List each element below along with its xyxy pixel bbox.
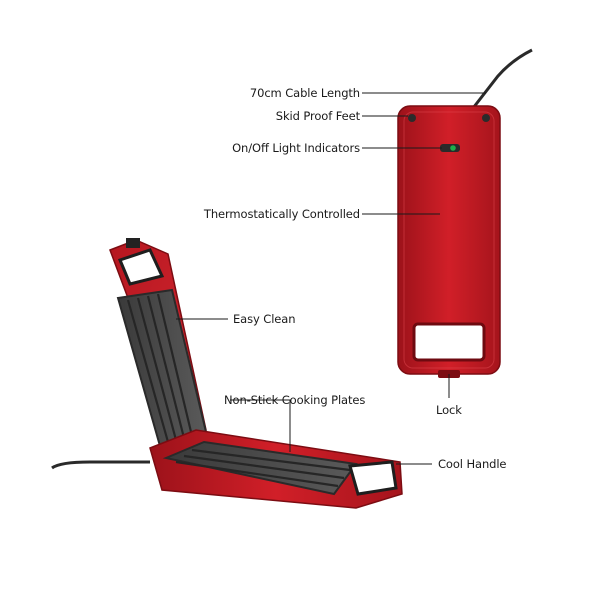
foot-right xyxy=(482,114,490,122)
label-easy-clean: Easy Clean xyxy=(233,312,296,326)
label-lock: Lock xyxy=(436,403,462,417)
label-non-stick-plates: Non-Stick Cooking Plates xyxy=(224,393,366,407)
foot-left xyxy=(408,114,416,122)
open-maker xyxy=(109,238,403,509)
indicator-light xyxy=(450,145,456,151)
label-cool-handle: Cool Handle xyxy=(438,457,507,471)
label-light-indicators: On/Off Light Indicators xyxy=(232,141,360,155)
power-cable xyxy=(468,48,533,113)
label-skid-proof-feet: Skid Proof Feet xyxy=(275,109,360,123)
label-thermostat: Thermostatically Controlled xyxy=(203,207,360,221)
callout-lines xyxy=(176,92,486,465)
closed-maker xyxy=(397,105,501,378)
power-cable-left xyxy=(51,460,150,470)
label-cable-length: 70cm Cable Length xyxy=(249,86,360,100)
